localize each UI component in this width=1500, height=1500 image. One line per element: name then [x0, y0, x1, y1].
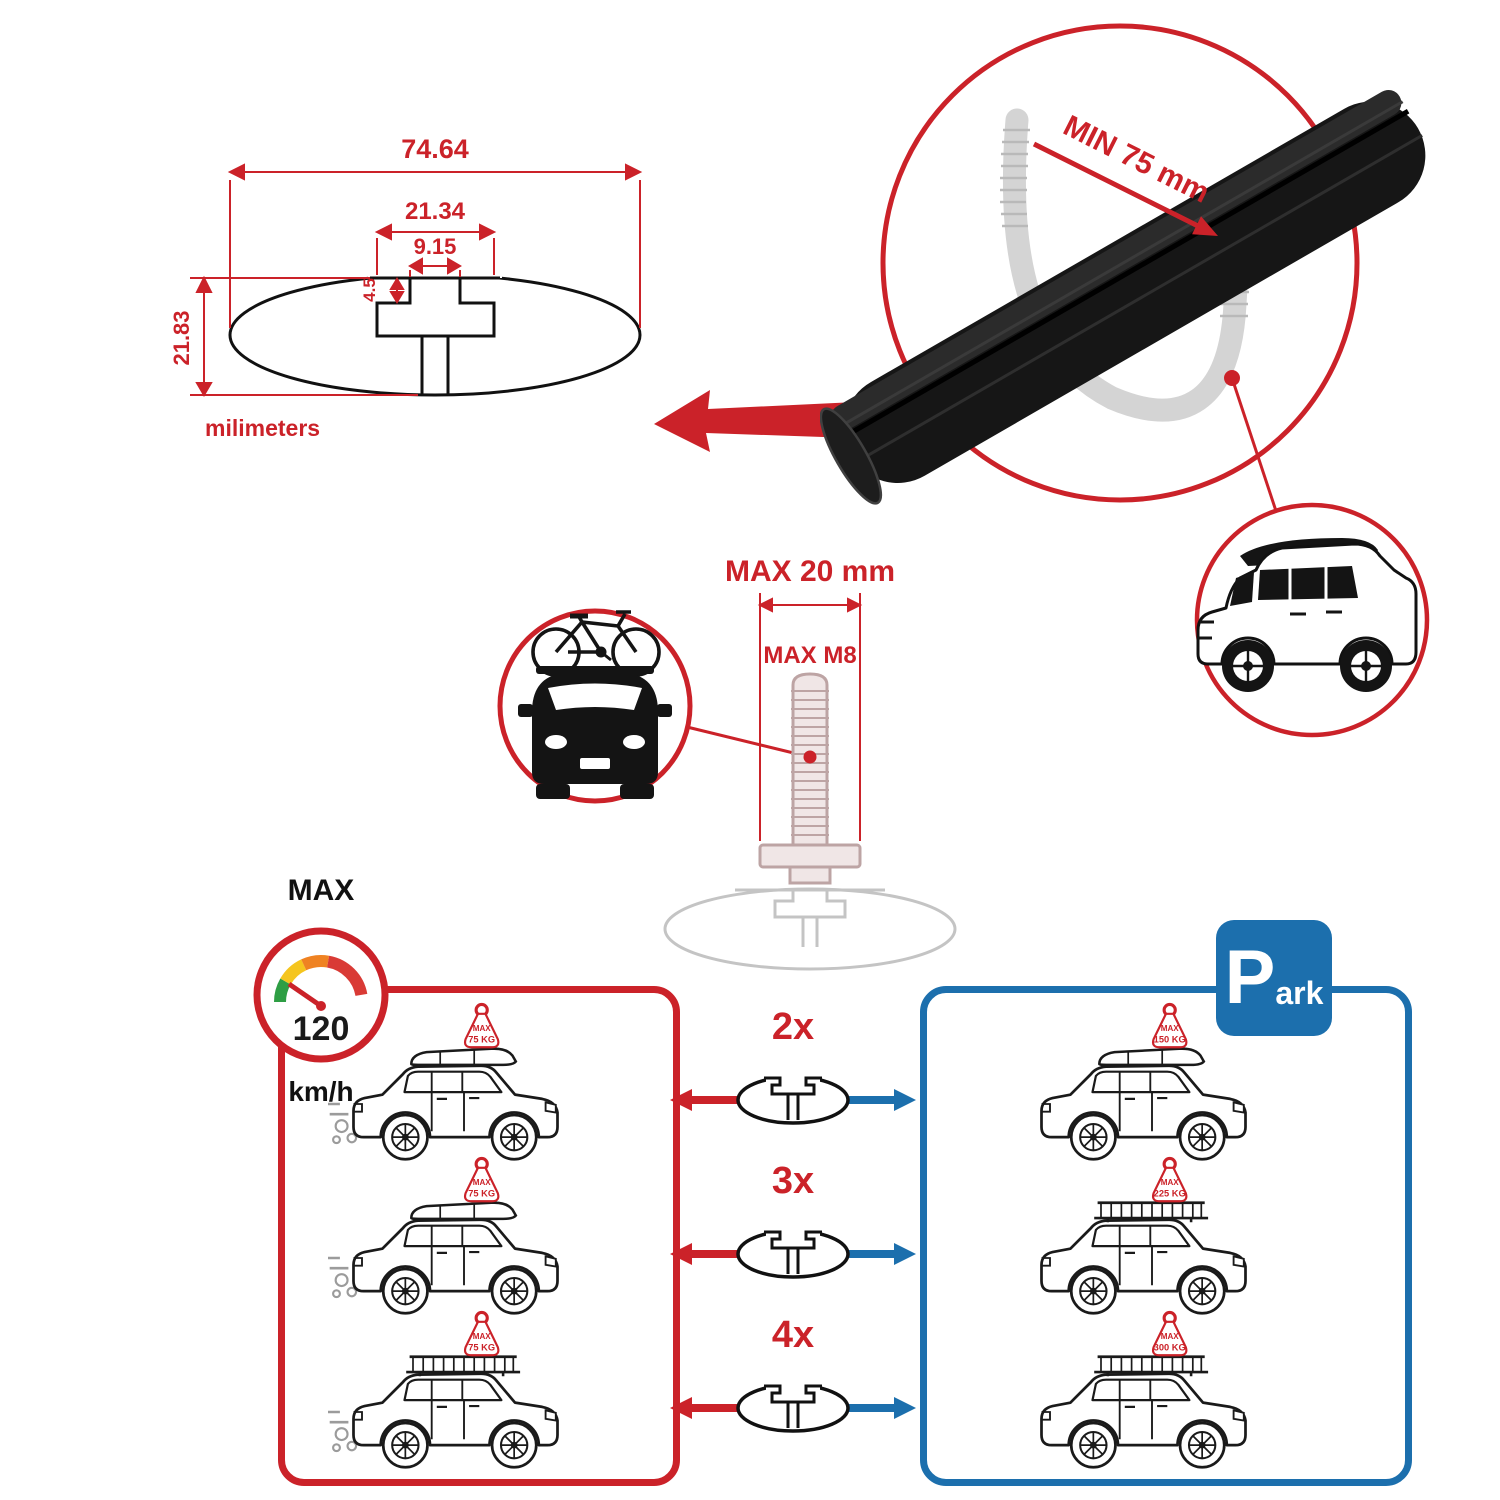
tag-load-value: 225 KG	[1154, 1188, 1186, 1198]
suv-icon	[1042, 1374, 1246, 1468]
parked-car-row-2: MAX 225 KG	[1008, 1156, 1308, 1322]
bar-count-label-3: 4x	[771, 1314, 815, 1356]
suv-icon	[1042, 1066, 1246, 1160]
suv-icon	[1042, 1220, 1246, 1314]
tag-load-value: 75 KG	[468, 1034, 495, 1044]
gauge-arc	[274, 955, 368, 1003]
bolt-diagram: MAX 20 mm MAX M8	[663, 555, 957, 971]
arrow-left-head	[670, 1397, 692, 1419]
speed-max-label: MAX	[287, 874, 355, 907]
arrow-left-head	[670, 1089, 692, 1111]
crossbar-3d-detail: MIN 75 mm	[820, 23, 1430, 738]
crossbar-profile-icon	[736, 1073, 850, 1125]
car-front-icon	[518, 666, 672, 799]
motion-lines-icon	[326, 1256, 358, 1299]
motion-lines-icon	[326, 1410, 358, 1453]
callout-line	[686, 725, 811, 759]
speed-units-label: km/h	[288, 1076, 354, 1107]
roof-box-icon	[410, 1201, 518, 1221]
tag-load-value: 75 KG	[468, 1342, 495, 1352]
parked-rules-box	[920, 986, 1412, 1486]
driving-car-row-2: MAX 75 KG	[326, 1156, 620, 1322]
roof-basket-icon	[1092, 1355, 1210, 1378]
callout-dot	[803, 750, 817, 764]
callout-line	[1230, 377, 1278, 512]
crossbar-cross-section-drawing: 74.64 21.34 9.15 4.5 21.83 milimeters	[170, 134, 643, 441]
bar-count-row-2	[670, 1227, 916, 1279]
bar-count-row-3	[670, 1381, 916, 1433]
arrow-left-head	[670, 1243, 692, 1265]
parked-car-row-3: MAX 300 KG	[1008, 1310, 1308, 1476]
driving-car-row-3: MAX 75 KG	[326, 1310, 620, 1476]
crossbar-profile-icon	[736, 1227, 850, 1279]
bicycle-icon	[531, 610, 661, 677]
park-sign-letter: P	[1224, 935, 1276, 1020]
max-width-label: MAX 20 mm	[725, 555, 895, 588]
max-thread-label: MAX M8	[763, 642, 856, 669]
tag-load-value: 300 KG	[1154, 1342, 1186, 1352]
gauge-needle	[287, 981, 323, 1009]
max-load-tag: MAX 75 KG	[463, 1002, 500, 1049]
roof-box-icon	[410, 1047, 518, 1067]
tag-max-label: MAX	[1161, 1332, 1180, 1341]
dim-channel-width: 21.34	[405, 198, 466, 225]
crossbar-profile-icon	[736, 1381, 850, 1433]
pointer-arrow-icon	[654, 390, 856, 452]
tag-max-label: MAX	[1161, 1178, 1180, 1187]
bar-count-row-1	[670, 1073, 916, 1125]
speed-value: 120	[293, 1010, 350, 1048]
roof-basket-icon	[1092, 1201, 1210, 1224]
crossbar-3d-icon	[820, 89, 1426, 505]
arrow-right-head	[894, 1243, 916, 1265]
units-label: milimeters	[205, 415, 320, 441]
arrow-right-head	[894, 1397, 916, 1419]
bar-count-label-1: 2x	[771, 1006, 815, 1048]
max-load-tag: MAX 75 KG	[463, 1156, 500, 1203]
bar-count-label-2: 3x	[771, 1160, 815, 1202]
max-load-tag: MAX 225 KG	[1151, 1156, 1188, 1203]
speedometer-icon: 120	[253, 927, 389, 1063]
bolt-icon	[758, 672, 862, 885]
max-load-tag: MAX 75 KG	[463, 1310, 500, 1357]
tag-max-label: MAX	[473, 1178, 492, 1187]
driving-rules-box	[278, 986, 680, 1486]
arrow-right-head	[894, 1089, 916, 1111]
car-front-circle	[497, 608, 693, 804]
dim-lip-depth: 4.5	[360, 278, 379, 302]
profile-ghost	[663, 883, 957, 971]
tag-load-value: 75 KG	[468, 1188, 495, 1198]
roof-box-icon	[1098, 1047, 1206, 1067]
dim-total-width: 74.64	[401, 134, 469, 164]
tag-max-label: MAX	[473, 1332, 492, 1341]
driving-car-row-1: MAX 75 KG	[326, 1002, 620, 1168]
suv-icon	[354, 1374, 558, 1468]
park-sign-suffix: ark	[1275, 974, 1324, 1011]
t-slot-feet	[420, 336, 450, 394]
roof-basket-icon	[404, 1355, 522, 1378]
tag-max-label: MAX	[1161, 1024, 1180, 1033]
t-slot-channel	[375, 278, 496, 338]
suv-with-roofbox-icon	[1196, 538, 1418, 692]
dim-slot-width: 9.15	[414, 234, 457, 259]
dimension-lines	[190, 163, 643, 397]
tag-load-value: 150 KG	[1154, 1034, 1186, 1044]
max-load-tag: MAX 150 KG	[1151, 1002, 1188, 1049]
dim-total-height: 21.83	[170, 310, 194, 365]
bolt-dimension-lines	[757, 593, 863, 841]
max-load-tag: MAX 300 KG	[1151, 1310, 1188, 1357]
tag-max-label: MAX	[473, 1024, 492, 1033]
parked-car-row-1: MAX 150 KG	[1008, 1002, 1308, 1168]
motion-lines-icon	[326, 1102, 358, 1145]
suv-icon	[354, 1220, 558, 1314]
